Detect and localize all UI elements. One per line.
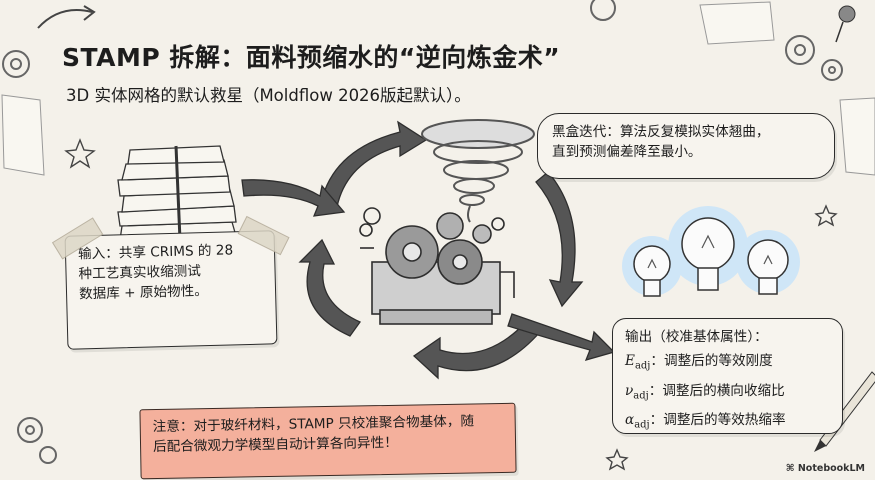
paper-scrap [840,98,875,175]
output-item: νadj：调整后的横向收缩比 [625,379,830,409]
tornado-icon [422,120,534,222]
page-subtitle: 3D 实体网格的默认救星（Moldflow 2026版起默认）。 [66,82,471,106]
notebook-icon: ⌘ [786,463,798,474]
blackbox-line-1: 黑盒迭代：算法反复模拟实体翘曲， [552,122,820,142]
watermark: ⌘ NotebookLM [786,463,865,474]
paper-scrap [2,95,44,175]
output-subscript: adj [634,420,649,431]
output-item: Eadj：调整后的等效刚度 [625,349,830,379]
output-note: 输出（校准基体属性）： Eadj：调整后的等效刚度 νadj：调整后的横向收缩比… [612,318,843,434]
output-subscript: adj [633,390,648,401]
output-symbol: E [625,353,635,369]
input-note: 输入：共享 CRIMS 的 28 种工艺真实收缩测试 数据库 + 原始物性。 [65,230,278,349]
blackbox-note: 黑盒迭代：算法反复模拟实体翘曲， 直到预测偏差降至最小。 [537,113,835,179]
paper-scrap [700,2,774,44]
output-symbol: α [625,412,634,428]
output-heading: 输出（校准基体属性）： [625,325,830,349]
input-line-3: 数据库 + 原始物性。 [79,280,263,305]
output-desc: ：调整后的等效热缩率 [650,412,786,428]
blackbox-line-2: 直到预测偏差降至最小。 [552,142,820,162]
page-title: STAMP 拆解：面料预缩水的“逆向炼金术” [62,38,560,74]
gear-machine-icon [360,208,514,324]
output-desc: ：调整后的横向收缩比 [649,383,785,399]
warning-note: 注意：对于玻纤材料，STAMP 只校准聚合物基体，随 后配合微观力学模型自动计算… [139,403,516,480]
paper-stack-icon [118,146,236,240]
output-subscript: adj [635,361,650,372]
lightbulb-icon [622,206,800,296]
output-desc: ：调整后的等效刚度 [650,353,772,369]
pushpin-icon [836,6,855,42]
output-item: αadj：调整后的等效热缩率 [625,408,830,438]
